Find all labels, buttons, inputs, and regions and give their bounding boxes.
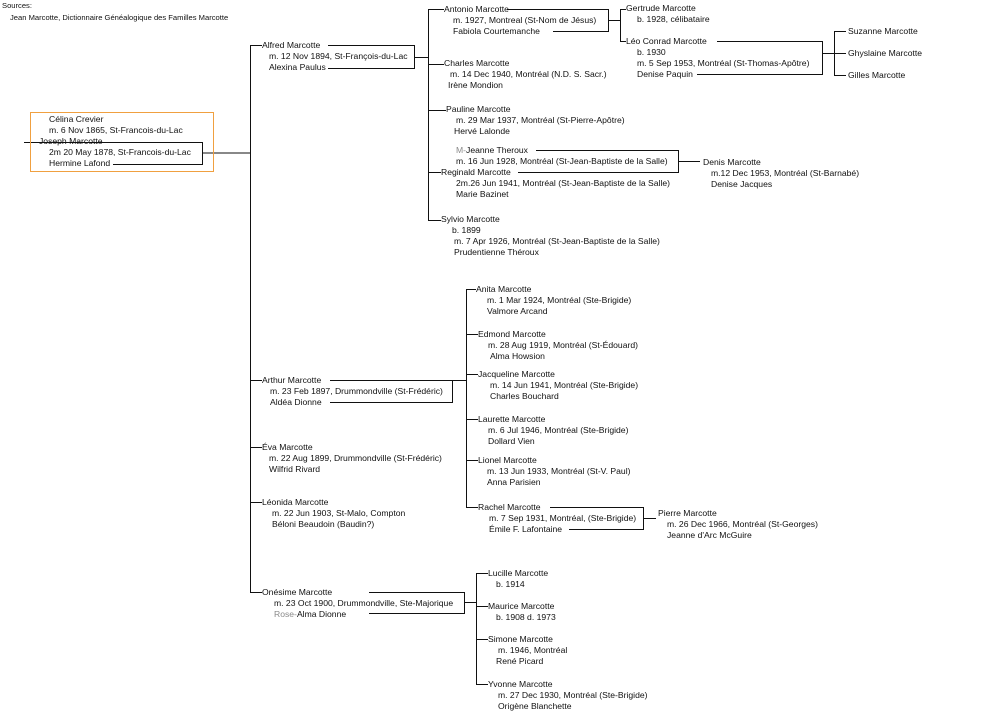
pauline-spouse: Hervé Lalonde [454,126,510,136]
root-couple-box [30,112,214,172]
anita-marriage: m. 1 Mar 1924, Montréal (Ste-Brigide) [487,295,632,305]
sylvio-birth: b. 1899 [452,225,481,235]
denis-marriage: m.12 Dec 1953, Montréal (St-Barnabé) [711,168,860,178]
arthur-spouse: Aldéa Dionne [270,397,322,407]
maurice-birth: b. 1908 d. 1973 [496,612,556,622]
simone-marriage: m. 1946, Montréal [498,645,568,655]
reginald-spouse: Marie Bazinet [456,189,509,199]
charles-marriage: m. 14 Dec 1940, Montréal (N.D. S. Sacr.) [450,69,607,79]
root-name: Joseph Marcotte [39,136,103,146]
lucille-name: Lucille Marcotte [488,568,549,578]
root-marriage2: 2m 20 May 1878, St-Francois-du-Lac [49,147,191,157]
leo-birth: b. 1930 [637,47,666,57]
sylvio-marriage: m. 7 Apr 1926, Montréal (St-Jean-Baptist… [454,236,660,246]
reginald-marriage: 2m.26 Jun 1941, Montréal (St-Jean-Baptis… [456,178,671,188]
alfred-spouse: Alexina Paulus [269,62,326,72]
rachel-marriage: m. 7 Sep 1931, Montréal, (Ste-Brigide) [489,513,637,523]
pierre-name: Pierre Marcotte [658,508,717,518]
charles-name: Charles Marcotte [444,58,510,68]
onesime-spouse: Rose-Alma Dionne [274,609,346,620]
jeanne-name-rest: Jeanne Theroux [466,145,528,155]
gertrude-note: b. 1928, célibataire [637,14,710,24]
root-spouse2-name: Hermine Lafond [49,158,111,168]
denis-name: Denis Marcotte [703,157,761,167]
alfred-marriage: m. 12 Nov 1894, St-François-du-Lac [269,51,408,61]
leo-name: Léo Conrad Marcotte [626,36,707,46]
onesime-name: Onésime Marcotte [262,587,333,597]
simone-name: Simone Marcotte [488,634,553,644]
pauline-name: Pauline Marcotte [446,104,511,114]
sources-label: Sources: [2,1,32,10]
eva-spouse: Wilfrid Rivard [269,464,321,474]
edmond-spouse: Alma Howsion [490,351,545,361]
lionel-marriage: m. 13 Jun 1933, Montréal (St-V. Paul) [487,466,631,476]
sylvio-spouse: Prudentienne Théroux [454,247,539,257]
antonio-spouse: Fabiola Courtemanche [453,26,540,36]
sylvio-name: Sylvio Marcotte [441,214,500,224]
sources-text: Jean Marcotte, Dictionnaire Généalogique… [10,13,229,22]
arthur-name: Arthur Marcotte [262,375,322,385]
lionel-spouse: Anna Parisien [487,477,541,487]
edmond-name: Edmond Marcotte [478,329,546,339]
anita-spouse: Valmore Arcand [487,306,548,316]
onesime-marriage: m. 23 Oct 1900, Drummondville, Ste-Major… [274,598,454,608]
pierre-spouse: Jeanne d'Arc McGuire [667,530,752,540]
onesime-spouse-rest: Alma Dionne [296,609,347,619]
laurette-spouse: Dollard Vien [488,436,535,446]
jacqueline-name: Jacqueline Marcotte [478,369,555,379]
maurice-name: Maurice Marcotte [488,601,555,611]
leonida-marriage: m. 22 Jun 1903, St-Malo, Compton [272,508,406,518]
reginald-name: Reginald Marcotte [441,167,511,177]
laurette-marriage: m. 6 Jul 1946, Montréal (Ste-Brigide) [488,425,629,435]
charles-spouse: Irène Mondion [448,80,503,90]
alfred-name: Alfred Marcotte [262,40,321,50]
antonio-name: Antonio Marcotte [444,4,509,14]
denis-spouse: Denise Jacques [711,179,773,189]
jacqueline-spouse: Charles Bouchard [490,391,559,401]
leo-marriage: m. 5 Sep 1953, Montréal (St-Thomas-Apôtr… [637,58,810,68]
leonida-spouse: Béloni Beaudoin (Baudin?) [272,519,375,529]
lucille-birth: b. 1914 [496,579,525,589]
arthur-marriage: m. 23 Feb 1897, Drummondville (St-Frédér… [270,386,443,396]
eva-marriage: m. 22 Aug 1899, Drummondville (St-Frédér… [269,453,442,463]
rachel-spouse: Émile F. Lafontaine [489,524,563,534]
suzanne-name: Suzanne Marcotte [848,26,918,36]
yvonne-marriage: m. 27 Dec 1930, Montréal (Ste-Brigide) [498,690,648,700]
jeanne-name-prefix: M- [456,145,467,155]
gilles-name: Gilles Marcotte [848,70,906,80]
pauline-marriage: m. 29 Mar 1937, Montréal (St-Pierre-Apôt… [456,115,625,125]
jeanne-name: M-Jeanne Theroux [456,145,528,156]
rachel-name: Rachel Marcotte [478,502,541,512]
leo-spouse: Denise Paquin [637,69,693,79]
leonida-name: Léonida Marcotte [262,497,329,507]
ghyslaine-name: Ghyslaine Marcotte [848,48,923,58]
laurette-name: Laurette Marcotte [478,414,546,424]
jeanne-marriage: m. 16 Jun 1928, Montréal (St-Jean-Baptis… [456,156,668,166]
yvonne-name: Yvonne Marcotte [488,679,553,689]
antonio-marriage: m. 1927, Montreal (St-Nom de Jésus) [453,15,597,25]
pierre-marriage: m. 26 Dec 1966, Montréal (St-Georges) [667,519,818,529]
onesime-spouse-prefix: Rose- [274,609,297,619]
root-marriage1: m. 6 Nov 1865, St-Francois-du-Lac [49,125,183,135]
eva-name: Éva Marcotte [262,442,313,452]
gertrude-name: Gertrude Marcotte [626,3,696,13]
anita-name: Anita Marcotte [476,284,532,294]
edmond-marriage: m. 28 Aug 1919, Montréal (St-Édouard) [488,340,638,350]
lionel-name: Lionel Marcotte [478,455,537,465]
root-spouse1-name: Célina Crevier [49,114,104,124]
jacqueline-marriage: m. 14 Jun 1941, Montréal (Ste-Brigide) [490,380,639,390]
yvonne-spouse: Origène Blanchette [498,701,572,711]
simone-spouse: René Picard [496,656,544,666]
